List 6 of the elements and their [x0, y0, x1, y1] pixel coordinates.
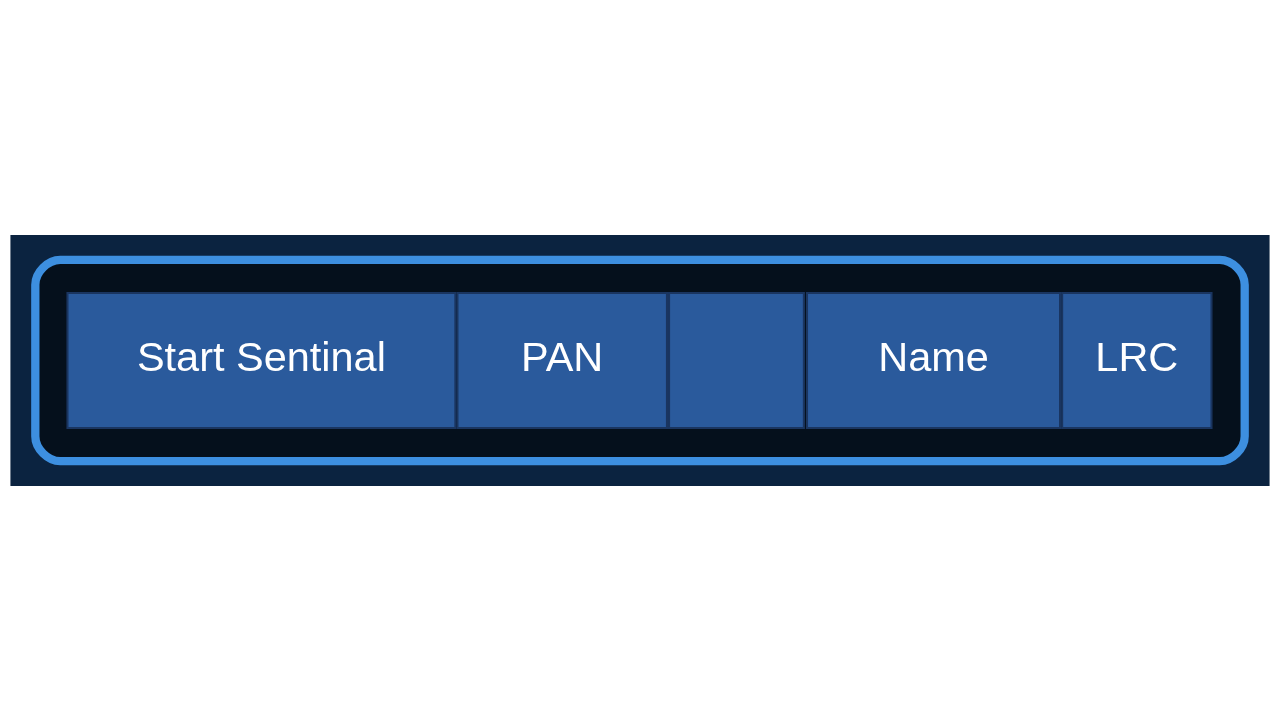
node-box: [668, 291, 805, 429]
node-box: Name: [805, 291, 1062, 429]
node-box: LRC: [1061, 291, 1213, 429]
cluster: [31, 255, 1249, 465]
node-box: Start Sentinal: [66, 291, 457, 429]
node-box: PAN: [456, 291, 668, 429]
